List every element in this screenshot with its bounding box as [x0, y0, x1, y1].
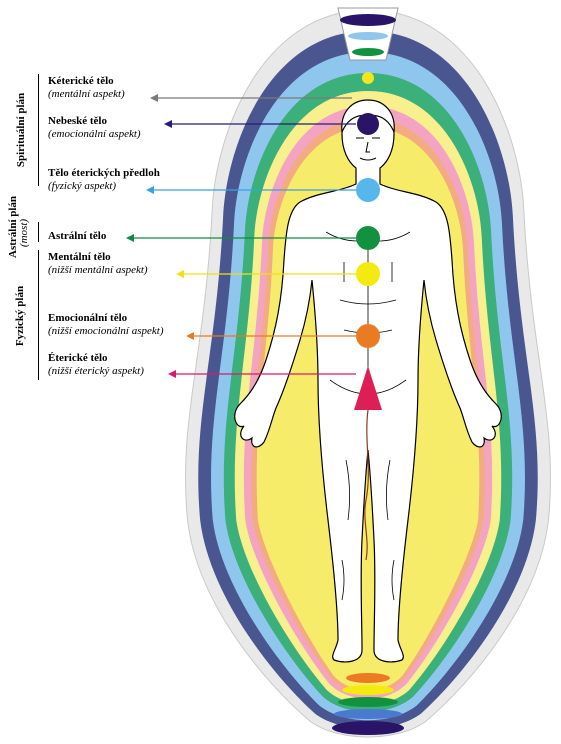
chakra-1 [357, 113, 379, 135]
central-channel [364, 409, 369, 561]
face-lines [356, 137, 380, 161]
label-mental-body: Mentální tělo(nižší mentální aspekt) [48, 251, 148, 276]
pointer-arrows [126, 94, 356, 378]
root-stack [332, 673, 404, 735]
crown-funnel [337, 7, 399, 61]
arrow-head-0 [150, 94, 158, 102]
spiritual-plane-brace [38, 74, 39, 186]
label-etheric-template-body: Tělo éterických předloh(fyzický aspekt) [48, 167, 160, 192]
label-etheric-body: Éterické tělo(nižší éterický aspekt) [48, 352, 144, 377]
label-emotional-body: Emocionální tělo(nižší emocionální aspek… [48, 312, 164, 337]
chakra-6 [354, 366, 382, 410]
chakra-5 [356, 324, 380, 348]
label-celestial-body: Nebeské tělo(emocionální aspekt) [48, 115, 141, 140]
arrow-head-2 [146, 186, 154, 194]
arrow-head-4 [176, 270, 184, 278]
astral-plane-label: Astrální plán(most) [7, 195, 30, 258]
astral-plane-brace [38, 222, 39, 242]
physical-plane-brace [38, 250, 39, 380]
physical-plane-label: Fyzický plán [14, 285, 26, 347]
chakras [354, 72, 382, 410]
arrow-head-1 [164, 120, 172, 128]
label-astral-body: Astrální tělo [48, 230, 107, 242]
chakra-4 [356, 262, 380, 286]
arrow-head-5 [186, 332, 194, 340]
arrow-head-6 [168, 370, 176, 378]
chakra-0 [362, 72, 374, 84]
leg-lines [341, 459, 395, 601]
chakra-2 [356, 178, 380, 202]
label-ketheric-body: Kéterické tělo(mentální aspekt) [48, 75, 125, 100]
chakra-3 [356, 226, 380, 250]
spiritual-plane-label: Spirituální plán [15, 92, 27, 168]
arrow-head-3 [126, 234, 134, 242]
